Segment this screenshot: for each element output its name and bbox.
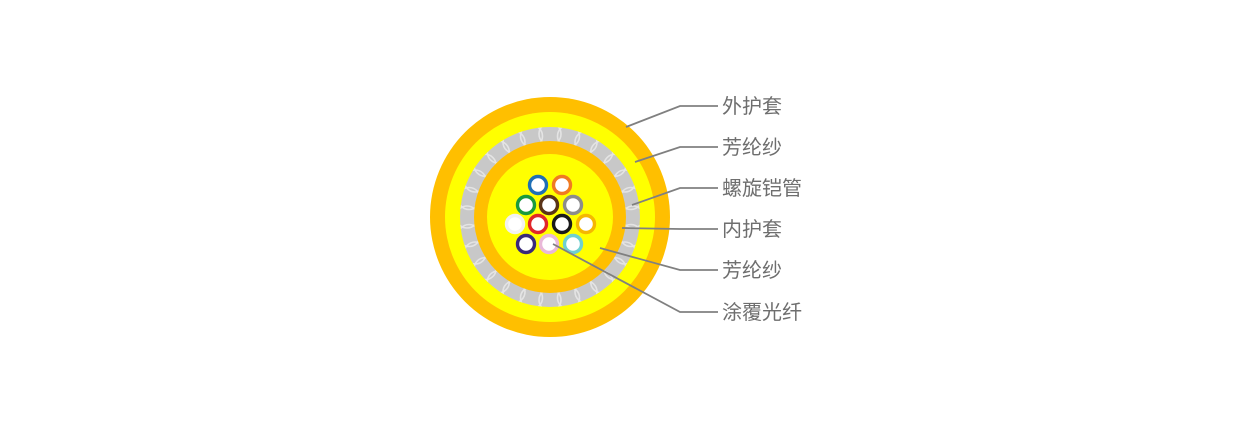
- fiber-brown: [538, 194, 560, 216]
- fiber-blue: [527, 174, 549, 196]
- label-coated-fiber: 涂覆光纤: [722, 300, 802, 324]
- label-aramid-yarn-outer: 芳纶纱: [722, 135, 782, 159]
- leader-spiral-armor-tube: [631, 187, 718, 206]
- label-spiral-armor-tube: 螺旋铠管: [722, 176, 802, 200]
- fiber-black: [551, 213, 573, 235]
- label-outer-jacket: 外护套: [722, 94, 782, 118]
- callout-labels: 外护套 芳纶纱 螺旋铠管 内护套 芳纶纱 涂覆光纤: [722, 94, 802, 324]
- fiber-aqua: [562, 233, 584, 255]
- fiber-yellow: [575, 213, 597, 235]
- fiber-green: [515, 194, 537, 216]
- fiber-gray: [562, 194, 584, 216]
- label-inner-jacket: 内护套: [722, 217, 782, 241]
- leader-aramid-yarn-outer: [634, 146, 718, 163]
- label-aramid-yarn-inner: 芳纶纱: [722, 258, 782, 282]
- fiber-white: [504, 213, 526, 235]
- leader-aramid-yarn-inner: [599, 247, 718, 271]
- coated-fiber-bundle: [504, 174, 597, 255]
- fiber-red: [527, 213, 549, 235]
- fiber-pink: [538, 233, 560, 255]
- fiber-orange: [551, 174, 573, 196]
- leader-lines: [552, 105, 718, 313]
- aramid-yarn-inner-layer: [487, 154, 613, 280]
- fiber-violet: [515, 233, 537, 255]
- leader-outer-jacket: [625, 105, 718, 128]
- leader-inner-jacket: [621, 227, 718, 230]
- leader-coated-fiber: [552, 243, 718, 313]
